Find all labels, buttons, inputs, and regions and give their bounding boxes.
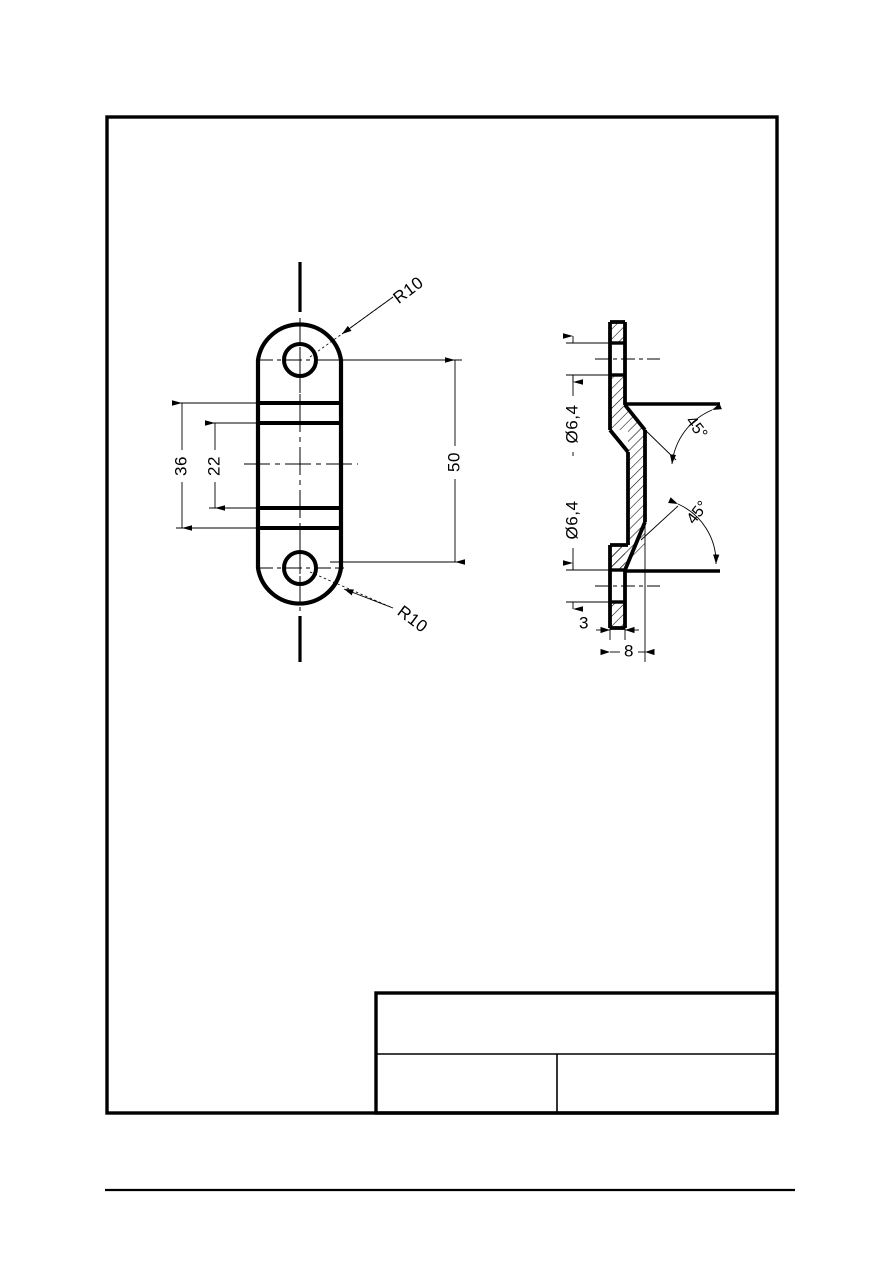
dimension-50-text: 50 [444, 452, 463, 472]
title-block[interactable] [374, 991, 779, 1115]
dimension-8-text: 8 [624, 641, 634, 660]
dimension-36: 36 [171, 400, 312, 531]
section-body [610, 322, 645, 628]
front-view-outline [255, 322, 344, 606]
dimension-hole-lower: Ø6,4 [562, 492, 612, 612]
dimension-hole-upper: Ø6,4 [562, 333, 612, 456]
angle-callout-upper-text: 45° [682, 413, 710, 443]
radius-callout-upper-text: R10 [390, 273, 428, 308]
dimension-50: 50 [330, 357, 466, 565]
dimension-hole-lower-text: Ø6,4 [562, 501, 581, 540]
front-view-upper-hole [256, 318, 344, 402]
section-hole-centerlines [595, 358, 660, 587]
radius-callout-lower-text: R10 [394, 602, 432, 637]
radius-callout-lower: R10 [309, 571, 432, 637]
side-section-view: 45° 45° Ø6,4 Ø6,4 [562, 320, 722, 664]
front-view-lower-hole [256, 528, 344, 612]
dimension-hole-upper-text: Ø6,4 [562, 405, 581, 444]
dimension-22-text: 22 [204, 456, 223, 476]
dimension-3-text: 3 [579, 613, 589, 632]
angle-callout-upper: 45° [639, 403, 722, 465]
dimension-8: 8 [600, 522, 655, 664]
angle-callout-lower-text: 45° [684, 498, 712, 528]
dimension-22: 22 [204, 420, 312, 511]
radius-callout-upper: R10 [309, 273, 428, 358]
dimension-36-text: 36 [171, 456, 190, 476]
sheet-border [105, 115, 779, 1115]
section-outline [608, 320, 647, 630]
front-view: 36 22 50 R10 R10 [171, 262, 466, 662]
angle-callout-lower: 45° [640, 497, 720, 565]
